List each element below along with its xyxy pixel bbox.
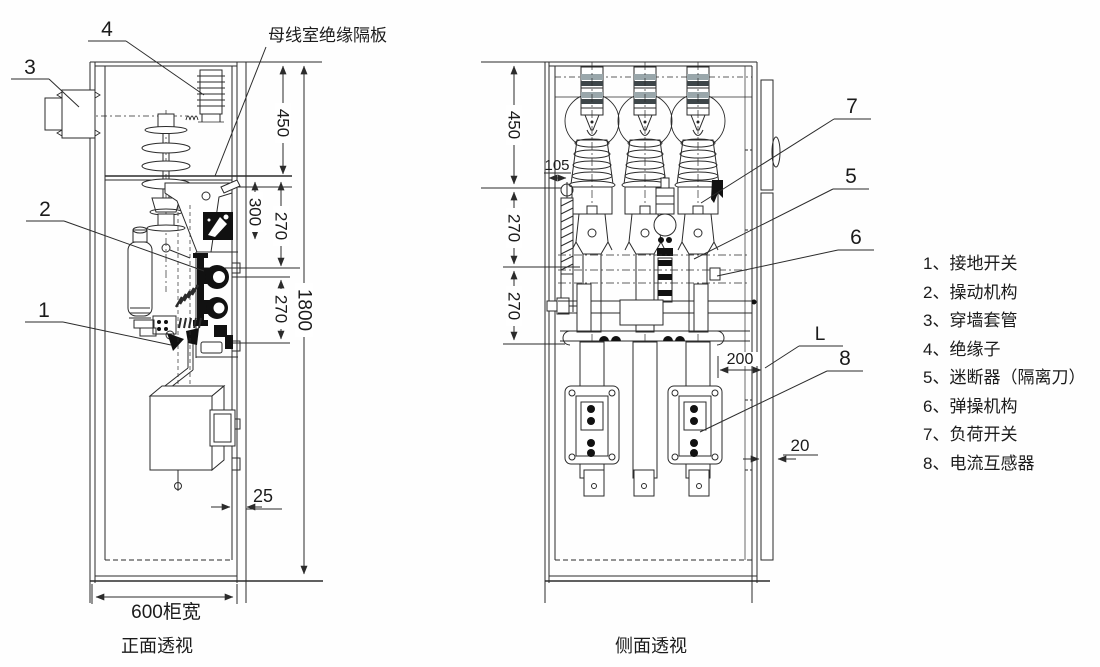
callout-5: 5 bbox=[845, 165, 857, 188]
callout-7: 7 bbox=[846, 95, 858, 118]
callout-2: 2 bbox=[39, 198, 51, 221]
dim-side-L: L bbox=[815, 324, 826, 345]
callout-4: 4 bbox=[101, 18, 113, 41]
dim-front-450: 450 bbox=[274, 109, 293, 137]
dim-front-1800: 1800 bbox=[294, 289, 315, 331]
legend-item-5: 5、迷断器（隔离刀） bbox=[923, 368, 1085, 387]
side-view-drawing: 450 270 270 105 200 L 20 7 bbox=[481, 61, 874, 656]
front-dimensions: 450 300 270 270 1800 25 600柜宽 bbox=[91, 65, 315, 623]
front-view-drawing: 450 300 270 270 1800 25 600柜宽 4 3 bbox=[11, 18, 387, 656]
mid-frame-rails bbox=[558, 180, 752, 346]
spring-horizontal bbox=[178, 317, 202, 329]
side-callouts: 7 5 6 8 bbox=[693, 95, 874, 433]
legend-item-4: 4、绝缘子 bbox=[923, 340, 1000, 359]
legend-item-7: 7、负荷开关 bbox=[923, 425, 1017, 444]
partition-label: 母线室绝缘隔板 bbox=[268, 26, 387, 45]
left-drive-channel bbox=[546, 182, 578, 315]
legend-item-6: 6、弹操机构 bbox=[923, 397, 1017, 416]
legend-item-2: 2、操动机构 bbox=[923, 283, 1017, 302]
callout-3: 3 bbox=[24, 56, 36, 79]
dim-side-270a: 270 bbox=[505, 214, 524, 242]
callout-8: 8 bbox=[839, 347, 851, 370]
busbar-insulator bbox=[197, 69, 225, 123]
parts-legend: 1、接地开关 2、操动机构 3、穿墙套管 4、绝缘子 5、迷断器（隔离刀） 6、… bbox=[923, 254, 1085, 473]
dim-side-270b: 270 bbox=[505, 292, 524, 320]
front-view-caption: 正面透视 bbox=[121, 636, 193, 656]
front-cabinet-outline bbox=[89, 61, 323, 603]
side-view-caption: 侧面透视 bbox=[615, 636, 687, 656]
dim-side-200: 200 bbox=[727, 351, 754, 368]
dim-side-450: 450 bbox=[505, 111, 524, 139]
center-operating-link bbox=[653, 177, 677, 303]
dim-front-25: 25 bbox=[253, 486, 273, 506]
dim-front-width: 600柜宽 bbox=[131, 601, 201, 623]
dim-side-105: 105 bbox=[544, 157, 569, 174]
side-dimensions: 450 270 270 105 200 L 20 bbox=[481, 65, 843, 463]
spring-diagonal bbox=[174, 284, 200, 308]
dim-front-270b: 270 bbox=[272, 295, 291, 323]
upper-mechanism-plate bbox=[164, 179, 241, 253]
cable-box bbox=[148, 340, 236, 491]
dim-front-270a: 270 bbox=[272, 212, 291, 240]
front-callouts: 4 3 2 1 母线室绝缘隔板 bbox=[11, 18, 387, 346]
callout-1: 1 bbox=[38, 299, 50, 322]
dim-side-20: 20 bbox=[791, 436, 810, 455]
dim-front-300: 300 bbox=[246, 198, 265, 226]
legend-item-3: 3、穿墙套管 bbox=[923, 311, 1017, 330]
switch-mechanism bbox=[127, 205, 238, 388]
wall-bushing bbox=[44, 89, 199, 139]
legend-item-8: 8、电流互感器 bbox=[923, 454, 1034, 473]
legend-item-1: 1、接地开关 bbox=[923, 254, 1017, 273]
callout-6: 6 bbox=[850, 226, 862, 249]
disc-insulator bbox=[141, 110, 191, 292]
